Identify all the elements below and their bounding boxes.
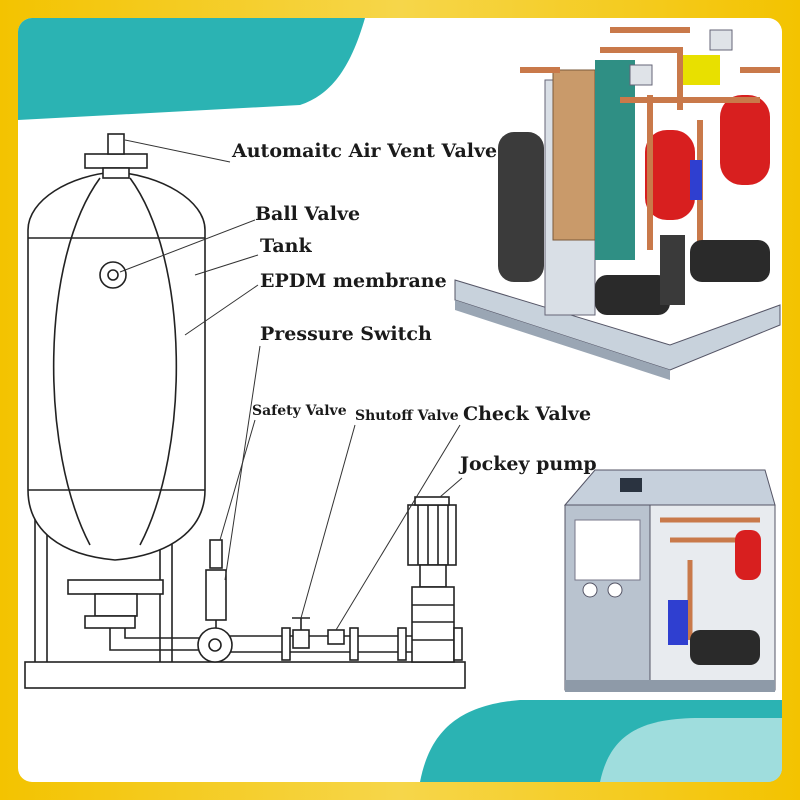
- teal-corner-top-left: [18, 18, 365, 120]
- red-tank-2: [720, 95, 770, 185]
- blue-pipe: [690, 160, 702, 200]
- diagram-panel: Automaitc Air Vent Valve Ball Valve Tank…: [18, 18, 782, 782]
- cabinet-top: [563, 469, 776, 506]
- label-air-vent-valve: Automaitc Air Vent Valve: [231, 140, 497, 162]
- label-check-valve: Check Valve: [463, 403, 591, 425]
- teal-swoosh: [600, 718, 782, 782]
- air-vent-valve: [107, 133, 125, 155]
- label-jockey-pump: Jockey pump: [458, 453, 597, 475]
- ball-valve: [99, 261, 127, 289]
- label-ball-valve: Ball Valve: [255, 203, 360, 225]
- leader-lines: [119, 139, 463, 631]
- pressure-switch-gauge: [197, 627, 233, 663]
- label-tank: Tank: [260, 235, 312, 257]
- motor-right: [690, 240, 770, 282]
- motor-left: [595, 275, 670, 315]
- red-tank-1: [645, 130, 695, 220]
- pump-skid-3d: [454, 27, 781, 380]
- check-valve: [327, 629, 345, 645]
- diagram: Automaitc Air Vent Valve Ball Valve Tank…: [18, 18, 782, 782]
- safety-valve: [205, 569, 227, 621]
- label-epdm-membrane: EPDM membrane: [260, 270, 447, 292]
- base-plate: [24, 661, 466, 689]
- label-pressure-switch: Pressure Switch: [260, 323, 432, 345]
- tank-schematic: [24, 133, 466, 689]
- cabinet-unit: [563, 469, 776, 692]
- yellow-fitting: [680, 55, 720, 85]
- label-safety-valve: Safety Valve: [252, 403, 347, 419]
- shutoff-valve: [292, 629, 310, 649]
- accumulator-black: [498, 132, 544, 282]
- jockey-pump-body: [411, 586, 455, 663]
- label-shutoff-valve: Shutoff Valve: [355, 408, 459, 424]
- epdm-membrane: [52, 177, 178, 546]
- plate-heat-exchanger: [552, 69, 596, 241]
- tank-body: [27, 171, 206, 561]
